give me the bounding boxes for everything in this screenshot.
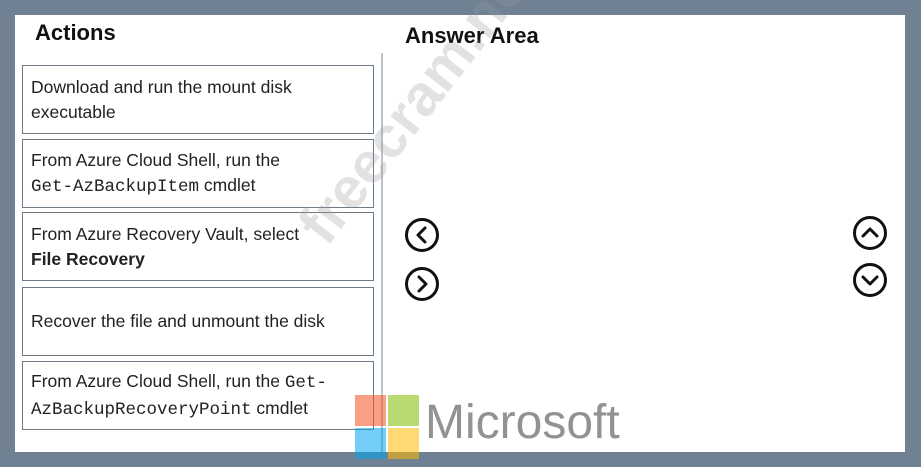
action-item-file-recovery[interactable]: From Azure Recovery Vault, select File R… bbox=[22, 212, 374, 281]
microsoft-wordmark: Microsoft bbox=[425, 396, 620, 449]
logo-square bbox=[388, 395, 419, 426]
action-item-recover-file-unmount[interactable]: Recover the file and unmount the disk bbox=[22, 287, 374, 356]
action-text: cmdlet bbox=[199, 174, 256, 195]
move-left-button[interactable] bbox=[405, 218, 439, 252]
cmdlet-name: Get- bbox=[284, 372, 327, 393]
chevron-down-icon bbox=[861, 275, 879, 286]
move-right-button[interactable] bbox=[405, 267, 439, 301]
logo-square bbox=[355, 395, 386, 426]
action-text-line: Get-AzBackupItem cmdlet bbox=[31, 173, 365, 200]
action-text-bold: File Recovery bbox=[31, 248, 145, 269]
action-text: From Azure Cloud Shell, run the bbox=[31, 149, 281, 170]
action-text-line: AzBackupRecoveryPoint cmdlet bbox=[31, 396, 365, 423]
chevron-up-icon bbox=[861, 227, 879, 238]
chevron-left-icon bbox=[416, 226, 427, 244]
action-text: Recover the file and unmount the disk bbox=[31, 311, 325, 331]
action-item-download-mount-disk[interactable]: Download and run the mount disk executab… bbox=[22, 65, 374, 134]
action-text: Download and run the mount disk bbox=[31, 76, 292, 97]
move-up-button[interactable] bbox=[853, 216, 887, 250]
cmdlet-name: Get-AzBackupItem bbox=[31, 176, 200, 197]
cmdlet-name: AzBackupRecoveryPoint bbox=[31, 399, 252, 420]
chevron-right-icon bbox=[417, 275, 428, 293]
action-item-get-azbackuprecoverypoint[interactable]: From Azure Cloud Shell, run the Get- AzB… bbox=[22, 361, 374, 430]
action-text: From Azure Recovery Vault, select bbox=[31, 223, 300, 244]
action-text: cmdlet bbox=[251, 397, 308, 418]
answer-area-heading: Answer Area bbox=[405, 23, 539, 48]
logo-square bbox=[388, 428, 419, 459]
action-text: executable bbox=[31, 101, 116, 122]
logo-square bbox=[355, 428, 386, 459]
microsoft-logo-icon bbox=[355, 395, 419, 459]
drag-drop-question-panel: Actions Answer Area Download and run the… bbox=[15, 0, 905, 459]
actions-heading: Actions bbox=[35, 20, 116, 45]
action-text-line: From Azure Cloud Shell, run the Get- bbox=[31, 369, 365, 396]
move-down-button[interactable] bbox=[853, 263, 887, 297]
action-text: From Azure Cloud Shell, run the bbox=[31, 370, 285, 391]
column-divider bbox=[381, 53, 383, 452]
action-item-get-azbackupitem[interactable]: From Azure Cloud Shell, run the Get-AzBa… bbox=[22, 139, 374, 208]
